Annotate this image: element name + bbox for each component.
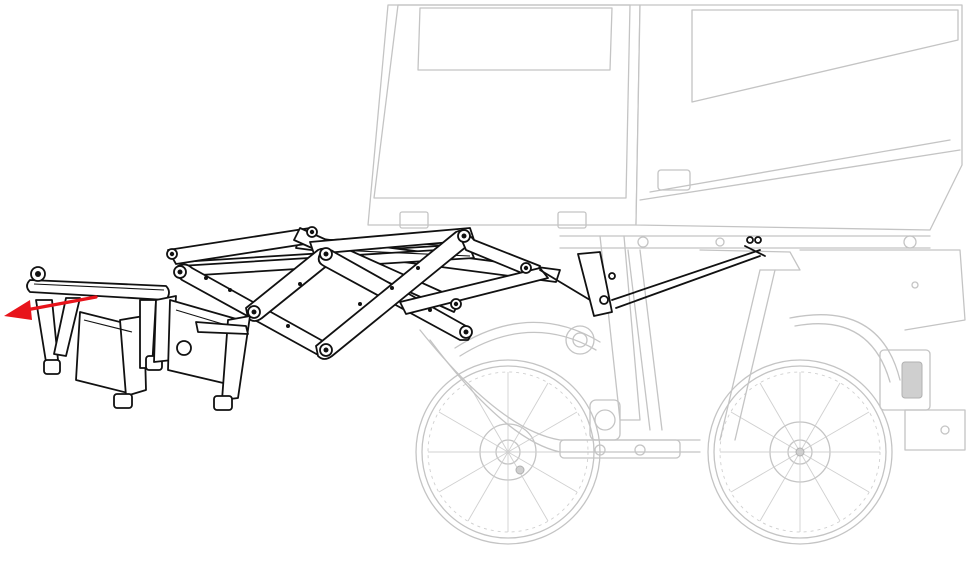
cargo-box	[367, 4, 963, 231]
front-subframe	[75, 299, 163, 409]
extend-arrow-icon	[4, 295, 98, 320]
middle-subframe	[153, 295, 251, 411]
scissor-arms-rear	[167, 227, 475, 313]
pivot-rivets	[166, 226, 532, 357]
rear-wheel	[707, 314, 901, 545]
front-handle-bar	[26, 266, 170, 375]
bike-ghost	[367, 4, 966, 545]
bike-frame	[419, 235, 966, 475]
mount-rods	[539, 236, 766, 317]
scissor-arms-front	[175, 229, 549, 360]
telescopic-extension	[26, 226, 766, 411]
